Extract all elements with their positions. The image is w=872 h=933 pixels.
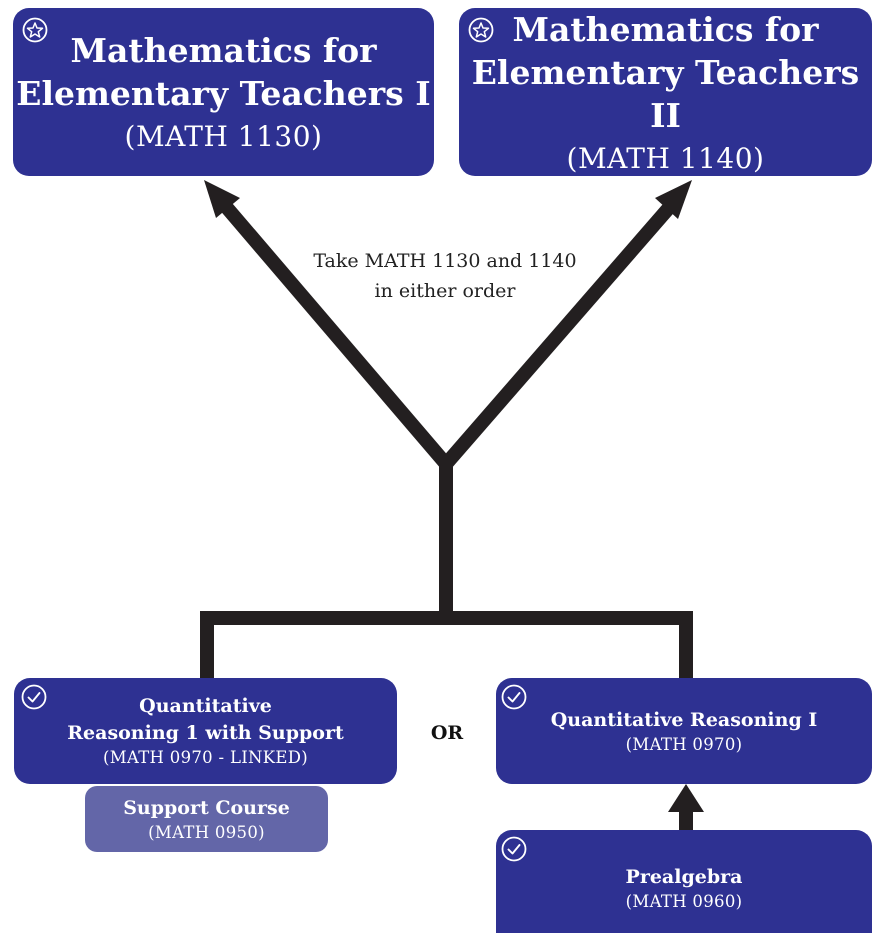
course-title-line2: Elementary Teachers II	[471, 52, 860, 135]
arrow-line-to-math1130	[216, 197, 452, 469]
course-title-line1: Quantitative	[139, 695, 272, 717]
arrow-line-to-math1140	[440, 197, 680, 469]
course-title: Prealgebra	[625, 866, 743, 888]
course-code: (MATH 0970 - LINKED)	[103, 748, 308, 767]
course-title-line2: Elementary Teachers I	[16, 74, 431, 113]
course-code: (MATH 0960)	[625, 892, 743, 911]
support-course-title: Support Course	[123, 796, 290, 819]
order-note-line2: in either order	[374, 280, 516, 302]
star-circle-icon	[468, 17, 494, 43]
course-box-prealgebra: Prealgebra (MATH 0960)	[496, 830, 872, 933]
order-note: Take MATH 1130 and 1140 in either order	[270, 246, 620, 306]
course-title-line2: Reasoning 1 with Support	[67, 722, 344, 744]
course-title-line1: Mathematics for	[70, 31, 377, 70]
or-label: OR	[430, 722, 464, 744]
star-circle-icon	[22, 17, 48, 43]
course-code: (MATH 0970)	[625, 734, 743, 754]
course-box-qr-with-support: Quantitative Reasoning 1 with Support (M…	[14, 678, 397, 784]
support-course-code: (MATH 0950)	[148, 822, 265, 842]
support-course-box: Support Course (MATH 0950)	[85, 786, 328, 852]
arrowhead-math1130	[204, 180, 240, 218]
course-title-line1: Mathematics for	[512, 9, 819, 49]
course-title: Quantitative Reasoning I	[550, 708, 818, 731]
check-circle-icon	[501, 684, 527, 710]
fork-line	[200, 611, 693, 680]
check-circle-icon	[501, 836, 527, 862]
order-note-line1: Take MATH 1130 and 1140	[313, 250, 577, 272]
arrowhead-math1140	[655, 180, 692, 219]
course-box-math1140: Mathematics for Elementary Teachers II (…	[459, 8, 872, 176]
course-code: (MATH 1140)	[566, 141, 765, 175]
check-circle-icon	[21, 684, 47, 710]
course-box-qr1: Quantitative Reasoning I (MATH 0970)	[496, 678, 872, 784]
arrowhead-qr1	[668, 784, 704, 812]
course-code: (MATH 1130)	[124, 120, 323, 153]
course-box-math1130: Mathematics for Elementary Teachers I (M…	[13, 8, 434, 176]
